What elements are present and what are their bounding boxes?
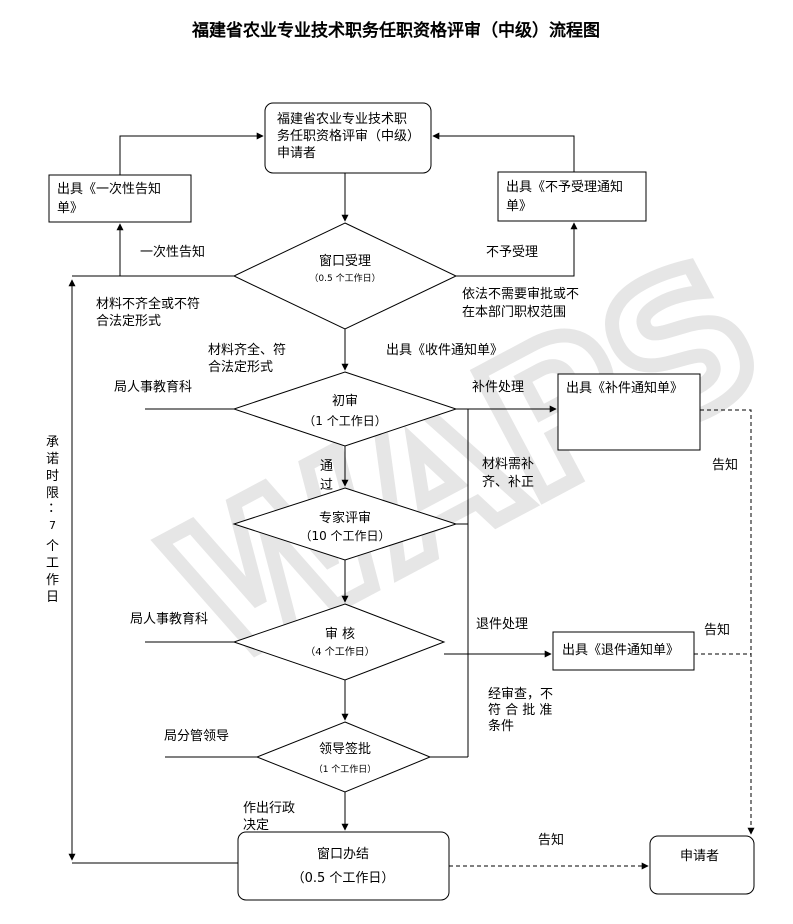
time-limit-char: 时 [46, 469, 59, 484]
personnel-dept-2: 局人事教育科 [130, 611, 208, 627]
materials-incomplete-1: 材料不齐全或不符 [96, 296, 200, 312]
audit-label: 审 核 [325, 627, 355, 642]
applicant-top-box [264, 102, 432, 174]
time-limit-char: 限 [46, 486, 59, 501]
issue-receipt-label: 出具《收件通知单》 [386, 342, 503, 358]
window-close-label: 窗口办结 [317, 846, 369, 862]
not-qualified-3: 条件 [488, 718, 514, 734]
applicant-end-text: 申请者 [680, 849, 719, 864]
inform-label-3: 告知 [538, 832, 564, 848]
reject-notice-box [497, 171, 647, 222]
supplement-needed-1: 材料需补 [482, 457, 534, 472]
time-limit-char: ： [48, 501, 61, 516]
page-title: 福建省农业专业技术职务任职资格评审（中级）流程图 [191, 20, 600, 41]
leader-approval-days: （1 个工作日） [314, 763, 377, 775]
first-review-days: （1 个工作日） [303, 414, 386, 428]
supplement-needed-2: 齐、补正 [482, 474, 534, 490]
pass-label-1: 通 [320, 459, 333, 474]
once-notice-text-2: 单》 [57, 201, 83, 216]
time-limit-char: 承 [46, 435, 59, 450]
time-limit-char: 7 [49, 519, 56, 532]
leader-approval-label: 领导签批 [319, 741, 371, 757]
time-limit-label: 承 诺 时 限 ： 7 个 工 作 日 [46, 435, 61, 605]
no-approval-needed-1: 依法不需要审批或不 [462, 287, 579, 302]
admin-decision-2: 决定 [243, 818, 269, 833]
return-notice-box [552, 631, 695, 671]
expert-review-label: 专家评审 [319, 510, 371, 526]
expert-review-days: （10 个工作日） [299, 529, 390, 543]
time-limit-char: 工 [46, 556, 59, 571]
time-limit-char: 作 [46, 573, 59, 588]
first-review-label: 初审 [332, 394, 358, 409]
time-limit-char: 日 [46, 590, 59, 605]
inform-label-2: 告知 [704, 622, 730, 638]
return-notice-text: 出具《退件通知单》 [562, 642, 679, 658]
not-qualified-2: 符 合 批 准 [488, 702, 552, 718]
applicant-top-text-2: 务任职资格评审（中级） [277, 128, 420, 144]
admin-decision-1: 作出行政 [243, 801, 295, 816]
no-approval-needed-2: 在本部门职权范围 [462, 304, 566, 320]
time-limit-char: 个 [46, 539, 59, 554]
time-limit-char: 诺 [46, 452, 59, 467]
applicant-end-box [649, 835, 755, 895]
dashed-connectors [449, 409, 755, 870]
applicant-top-text-1: 福建省农业专业技术职 [277, 112, 407, 127]
audit-days: （4 个工作日） [305, 646, 375, 658]
once-notice-text-1: 出具《一次性告知 [57, 181, 161, 197]
materials-complete-1: 材料齐全、符 [208, 342, 286, 358]
once-notice-box [48, 174, 192, 223]
pass-label-2: 过 [320, 478, 333, 493]
once-inform-label: 一次性告知 [140, 244, 205, 260]
inform-label-1: 告知 [712, 457, 738, 473]
connectors [68, 132, 578, 864]
supplement-notice-box [557, 373, 701, 451]
leader-in-charge-label: 局分管领导 [164, 729, 229, 744]
not-accepted-label: 不予受理 [486, 245, 538, 260]
window-accept-days: （0.5 个工作日） [309, 272, 380, 284]
supplement-notice-text: 出具《补件通知单》 [566, 380, 683, 396]
return-handling-label: 退件处理 [476, 617, 528, 632]
materials-incomplete-2: 合法定形式 [96, 314, 161, 329]
window-close-days: （0.5 个工作日） [292, 871, 395, 886]
reject-notice-text-2: 单》 [506, 199, 532, 214]
applicant-top-text-3: 申请者 [277, 146, 316, 161]
window-accept-label: 窗口受理 [319, 253, 371, 269]
personnel-dept-1: 局人事教育科 [114, 379, 192, 395]
not-qualified-1: 经审查，不 [488, 687, 553, 702]
leader-approval-diamond [255, 721, 432, 793]
materials-complete-2: 合法定形式 [208, 360, 273, 375]
supplement-handling-label: 补件处理 [472, 380, 524, 395]
window-close-box [237, 831, 450, 901]
reject-notice-text-1: 出具《不予受理通知 [506, 179, 623, 195]
